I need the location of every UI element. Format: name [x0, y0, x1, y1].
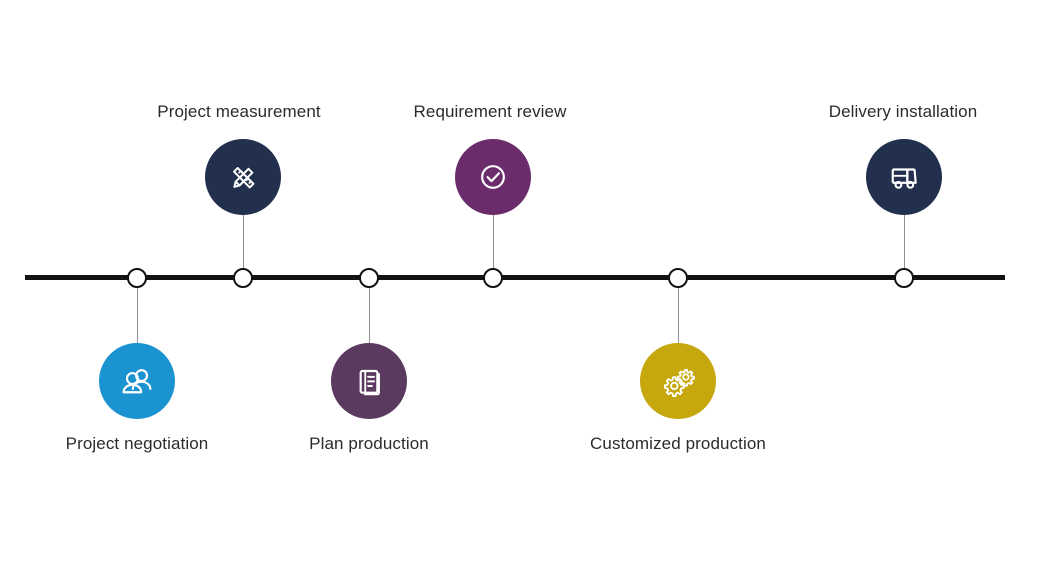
axis-node-customized-production[interactable] [668, 268, 688, 288]
icon-bubble-requirement-review[interactable] [455, 139, 531, 215]
stem-customized-production [678, 278, 679, 343]
step-label-delivery-installation: Delivery installation [828, 102, 978, 121]
people-group-icon [117, 361, 157, 401]
step-label-customized-production: Customized production [590, 434, 766, 453]
axis-node-plan-production[interactable] [359, 268, 379, 288]
icon-bubble-project-negotiation[interactable] [99, 343, 175, 419]
delivery-truck-icon [884, 157, 924, 197]
step-label-requirement-review: Requirement review [413, 102, 567, 121]
step-label-plan-production: Plan production [309, 434, 429, 453]
axis-node-project-negotiation[interactable] [127, 268, 147, 288]
stem-delivery-installation [904, 215, 905, 278]
stem-plan-production [369, 278, 370, 343]
axis-node-project-measurement[interactable] [233, 268, 253, 288]
document-stack-icon [349, 361, 389, 401]
stem-project-negotiation [137, 278, 138, 343]
icon-bubble-plan-production[interactable] [331, 343, 407, 419]
step-label-project-negotiation: Project negotiation [65, 434, 209, 453]
icon-bubble-delivery-installation[interactable] [866, 139, 942, 215]
stem-requirement-review [493, 215, 494, 278]
check-circle-icon [473, 157, 513, 197]
icon-bubble-project-measurement[interactable] [205, 139, 281, 215]
ruler-pencil-icon [223, 157, 263, 197]
stem-project-measurement [243, 215, 244, 278]
step-label-project-measurement: Project measurement [157, 102, 321, 121]
icon-bubble-customized-production[interactable] [640, 343, 716, 419]
gears-icon [658, 361, 698, 401]
axis-node-delivery-installation[interactable] [894, 268, 914, 288]
axis-node-requirement-review[interactable] [483, 268, 503, 288]
timeline-axis [25, 275, 1005, 280]
